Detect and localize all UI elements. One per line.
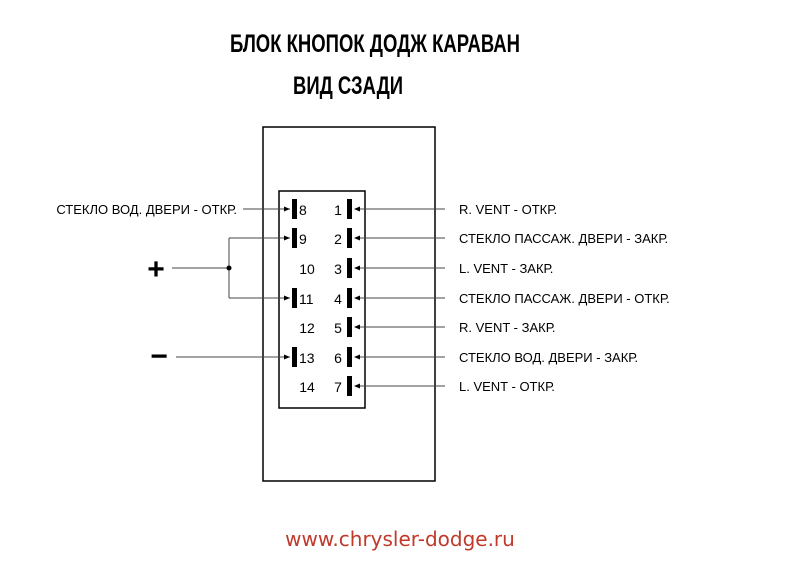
right-pin-number: 2: [334, 231, 342, 247]
right-pin-number: 1: [334, 202, 342, 218]
right-label: R. VENT - ОТКР.: [459, 202, 557, 217]
right-label: СТЕКЛО ВОД. ДВЕРИ - ЗАКР.: [459, 350, 638, 365]
arrow-icon: [354, 235, 360, 241]
right-label: L. VENT - ОТКР.: [459, 379, 555, 394]
title-line-2: ВИД СЗАДИ: [293, 72, 403, 100]
switch-block-outline: [262, 126, 436, 482]
left-pin-bar: [292, 199, 297, 219]
arrow-icon: [284, 295, 290, 301]
title-line-1: БЛОК КНОПОК ДОДЖ КАРАВАН: [230, 30, 520, 58]
right-pin-number: 6: [334, 350, 342, 366]
arrow-icon: [354, 354, 360, 360]
right-label: СТЕКЛО ПАССАЖ. ДВЕРИ - ОТКР.: [459, 291, 670, 306]
left-pin-number: 14: [299, 379, 315, 395]
arrow-icon: [284, 354, 290, 360]
connector-outline: [278, 190, 366, 409]
right-pin-bar: [347, 288, 352, 308]
plus-sign: +: [147, 253, 165, 286]
arrow-icon: [354, 383, 360, 389]
website-url[interactable]: www.chrysler-dodge.ru: [285, 527, 515, 551]
left-label: СТЕКЛО ВОД. ДВЕРИ - ОТКР.: [56, 202, 237, 217]
right-pin-bar: [347, 258, 352, 278]
arrow-icon: [354, 206, 360, 212]
right-label: R. VENT - ЗАКР.: [459, 320, 556, 335]
right-pin-bar: [347, 376, 352, 396]
left-pin-bar: [292, 347, 297, 367]
arrow-icon: [354, 295, 360, 301]
left-pin-number: 8: [299, 202, 307, 218]
right-pin-number: 3: [334, 261, 342, 277]
left-pin-number: 13: [299, 350, 315, 366]
right-pin-number: 7: [334, 379, 342, 395]
left-pin-number: 11: [299, 291, 314, 307]
right-pin-number: 5: [334, 320, 342, 336]
right-pin-bar: [347, 199, 352, 219]
right-pin-bar: [347, 228, 352, 248]
left-pin-number: 10: [299, 261, 315, 277]
arrow-icon: [284, 206, 290, 212]
left-pin-bar: [292, 228, 297, 248]
left-pin-number: 9: [299, 231, 307, 247]
left-pin-number: 12: [299, 320, 315, 336]
right-pin-number: 4: [334, 291, 342, 307]
arrow-icon: [284, 235, 290, 241]
arrow-icon: [354, 265, 360, 271]
right-pin-bar: [347, 317, 352, 337]
minus-sign: −: [150, 340, 168, 373]
right-label: СТЕКЛО ПАССАЖ. ДВЕРИ - ЗАКР.: [459, 231, 668, 246]
junction-dot: [226, 265, 232, 271]
arrow-icon: [354, 324, 360, 330]
right-pin-bar: [347, 347, 352, 367]
right-label: L. VENT - ЗАКР.: [459, 261, 553, 276]
left-pin-bar: [292, 288, 297, 308]
